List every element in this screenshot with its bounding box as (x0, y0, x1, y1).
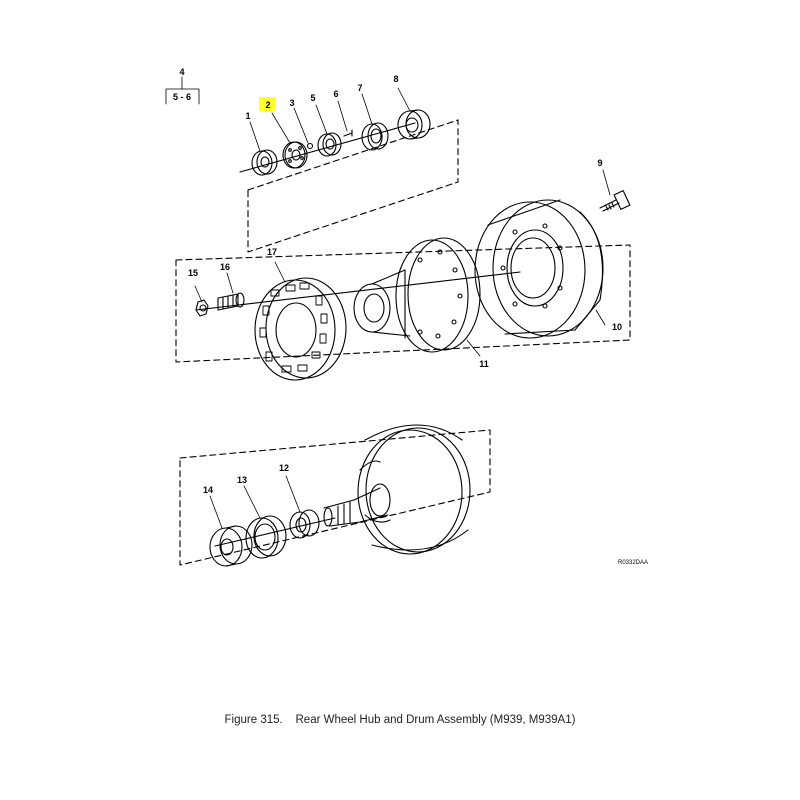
callout-15: 15 (188, 268, 198, 278)
lower-assembly-frame (179, 429, 491, 566)
callout-9: 9 (597, 158, 602, 168)
figure-label: Figure 315. (224, 714, 283, 726)
part-2-lockwasher (282, 141, 308, 169)
part-12-seal (289, 509, 320, 539)
callout-12: 12 (279, 463, 289, 473)
callout-7: 7 (357, 83, 362, 93)
part-10-drum (474, 199, 604, 339)
callout-10: 10 (612, 322, 622, 332)
lower-axis-line (214, 517, 336, 547)
callout-8: 8 (393, 74, 398, 84)
callout-14: 14 (203, 485, 213, 495)
figure-caption: Figure 315. Rear Wheel Hub and Drum Asse… (0, 714, 800, 726)
callout-17: 17 (267, 247, 277, 257)
part-9-stud (599, 190, 631, 212)
callout-1: 1 (245, 111, 250, 121)
callout-2-highlight (259, 97, 276, 111)
callout-11: 11 (479, 359, 489, 369)
part-3-pin (306, 142, 314, 150)
part-1-nut (251, 149, 278, 176)
callout-6: 6 (333, 89, 338, 99)
callout-labels: 1 2 3 4 5 6 7 8 9 10 11 12 13 14 15 16 1… (173, 67, 622, 495)
axle-spindle (323, 424, 471, 555)
callout-5: 5 (310, 93, 315, 103)
part-13-cup (245, 515, 287, 559)
part-6-screw (343, 129, 353, 137)
part-14-bearing (209, 525, 253, 567)
figure-ref-bottom: 5 - 6 (173, 92, 191, 102)
callout-13: 13 (237, 475, 247, 485)
callout-16: 16 (220, 262, 230, 272)
middle-assembly-frame (175, 244, 631, 363)
drawing-id: R0332DAA (618, 560, 648, 566)
callout-2: 2 (265, 100, 270, 110)
callout-3: 3 (289, 98, 294, 108)
leader-lines (181, 76, 611, 529)
figure-ref-bracket (165, 88, 200, 105)
callout-4: 4 (179, 67, 184, 77)
figure-title: Rear Wheel Hub and Drum Assembly (M939, … (295, 714, 576, 726)
part-15-nut (195, 299, 209, 317)
part-16-stud (217, 292, 245, 311)
upper-assembly-frame (247, 119, 459, 253)
middle-axis-line (195, 271, 521, 311)
part-8-bearing (397, 109, 431, 140)
part-17-ring (254, 277, 347, 381)
part-11-hub (353, 237, 481, 353)
